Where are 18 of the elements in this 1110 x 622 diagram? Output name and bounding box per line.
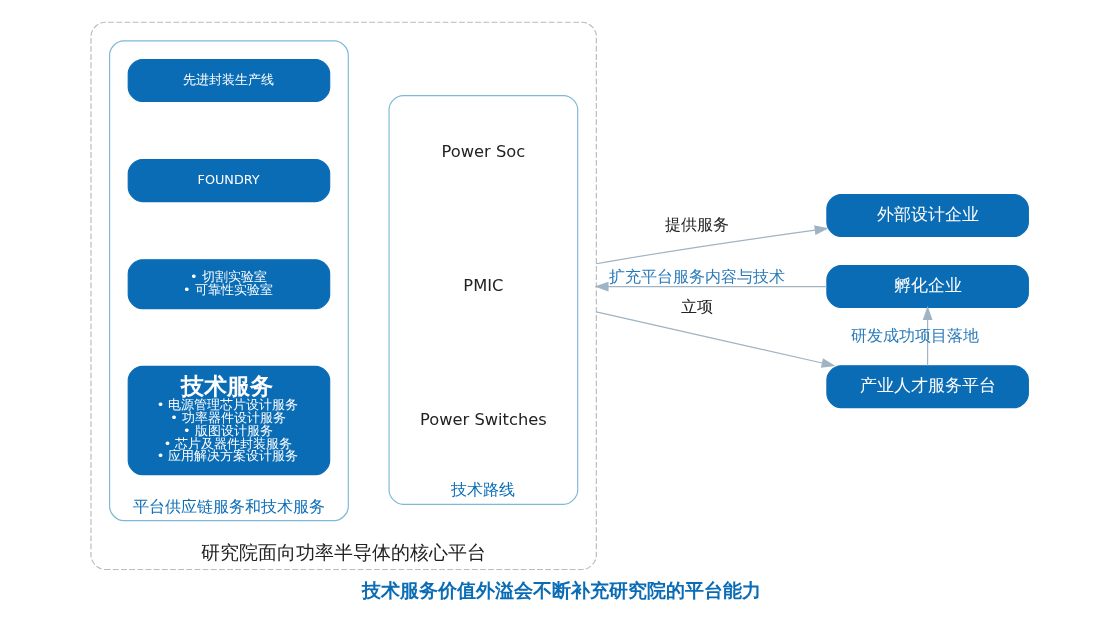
edge-label: 扩充平台服务内容与技术 bbox=[609, 267, 786, 287]
edge-label: 研发成功项目落地 bbox=[851, 325, 980, 345]
node-box: 产业人才服务平台 bbox=[826, 365, 1029, 409]
node-box: 先进封装生产线 bbox=[127, 58, 331, 102]
caption: 技术服务价值外溢会不断补充研究院的平台能力 bbox=[362, 580, 762, 602]
arrow bbox=[595, 311, 836, 368]
node-box: 外部设计企业 bbox=[826, 194, 1029, 238]
node-text: PMIC bbox=[463, 275, 504, 295]
node-box: FOUNDRY bbox=[127, 159, 331, 203]
node-box: • 切割实验室 • 可靠性实验室 bbox=[127, 259, 331, 310]
arrow bbox=[594, 281, 828, 292]
node-box: 孵化企业 bbox=[826, 265, 1029, 309]
edge-label: 立项 bbox=[681, 297, 714, 317]
node-text: Power Soc bbox=[441, 141, 526, 161]
edge-label: 提供服务 bbox=[665, 214, 730, 234]
node-box: 技术服务 • 电源管理芯片设计服务 • 功率器件设计服务 • 版图设计服务 • 芯片及器件封装服务 • 应用解决方案设计服务 bbox=[127, 365, 331, 476]
node-text: Power Switches bbox=[419, 409, 547, 429]
arrow bbox=[595, 225, 829, 265]
